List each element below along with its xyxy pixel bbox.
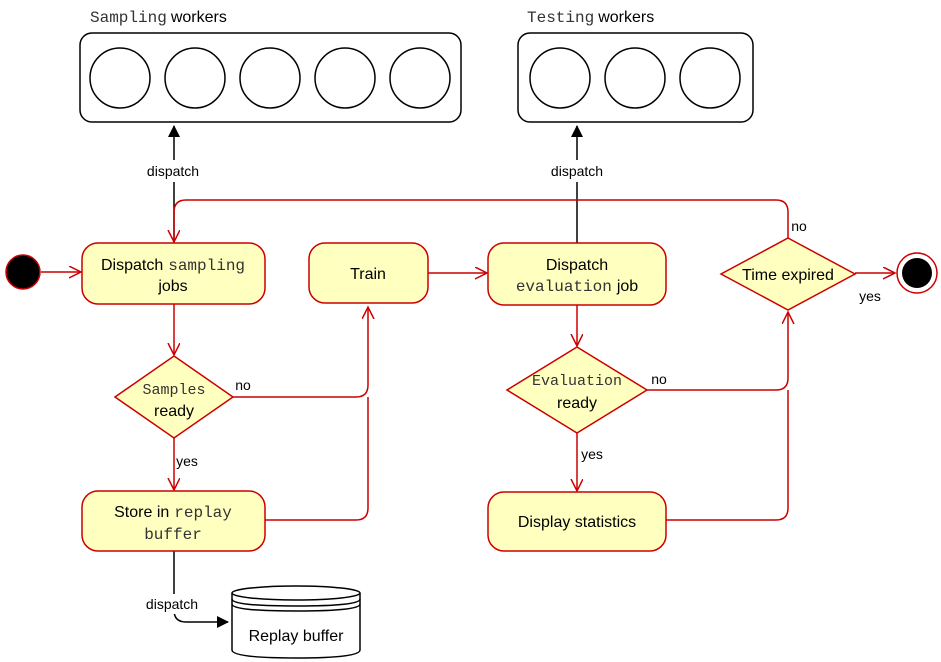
- evaluation-no-label: no: [651, 371, 667, 387]
- svg-text:Dispatch: Dispatch: [546, 257, 608, 274]
- edge-store-train: [265, 397, 369, 521]
- samples-yes-label: yes: [176, 453, 198, 469]
- svg-text:jobs: jobs: [157, 278, 187, 295]
- edge-samples-no-train: [233, 308, 368, 398]
- testing-worker-1: [529, 47, 591, 109]
- evaluation-ready-decision: Evaluation ready: [505, 346, 649, 434]
- dispatch-testing-label: dispatch: [551, 163, 603, 179]
- samples-ready-decision: Samples ready: [113, 355, 235, 439]
- time-no-label: no: [791, 218, 807, 234]
- sampling-worker-3: [239, 47, 301, 109]
- testing-worker-2: [604, 47, 666, 109]
- edge-time-no-dispatch: [174, 199, 789, 241]
- svg-text:ready: ready: [557, 395, 597, 412]
- dispatch-sampling-edge: dispatch: [138, 125, 208, 243]
- evaluation-yes-label: yes: [581, 446, 603, 462]
- dispatch-replay-label: dispatch: [146, 596, 198, 612]
- time-expired-decision: Time expired: [719, 237, 857, 311]
- svg-text:Display statistics: Display statistics: [518, 514, 636, 531]
- sampling-worker-2: [164, 47, 226, 109]
- sampling-worker-5: [389, 47, 451, 109]
- dispatch-testing-edge: dispatch: [541, 125, 613, 243]
- dispatch-sampling-label: dispatch: [147, 163, 199, 179]
- dispatch-replay-edge: dispatch: [138, 551, 229, 628]
- sampling-worker-4: [314, 47, 376, 109]
- svg-text:Evaluation: Evaluation: [532, 373, 622, 390]
- train-node: Train: [308, 242, 429, 304]
- replay-buffer-store: Replay buffer: [231, 585, 361, 659]
- edge-display-time: [666, 390, 789, 521]
- end-node: [896, 252, 938, 294]
- svg-text:Time expired: Time expired: [742, 267, 834, 284]
- edge-eval-no-time: [647, 313, 788, 391]
- testing-worker-3: [679, 47, 741, 109]
- display-statistics-node: Display statistics: [487, 491, 667, 552]
- svg-text:buffer: buffer: [144, 526, 202, 544]
- flow-edges: [41, 199, 894, 521]
- samples-no-label: no: [235, 377, 251, 393]
- svg-text:Samples: Samples: [142, 382, 205, 399]
- svg-text:ready: ready: [154, 403, 194, 420]
- replay-buffer-label: Replay buffer: [249, 628, 345, 645]
- sampling-worker-1: [89, 47, 151, 109]
- time-yes-label: yes: [859, 288, 881, 304]
- start-node: [5, 254, 41, 290]
- svg-text:Train: Train: [350, 266, 386, 283]
